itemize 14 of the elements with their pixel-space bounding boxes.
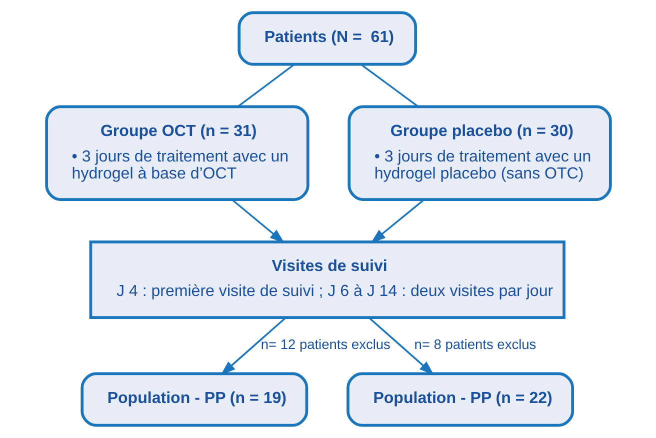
arrow (368, 317, 434, 376)
node-box: Visites de suivi J 4 : première visite de suivi ; J 6 à J 14 : deux visites par jour (88, 240, 565, 319)
arrow (231, 199, 284, 244)
arrow (220, 317, 286, 376)
arrow (370, 199, 424, 244)
edge-label: n= 12 patients exclus (260, 337, 390, 352)
node-box: Population - PP (n = 19) (80, 372, 308, 427)
node-box: Groupe OCT (n = 31) • 3 jours de traitement avec un hydrogel à base d’OCT (44, 105, 309, 201)
node-box: Groupe placebo (n = 30) • 3 jours de traitement avec un hydrogel placebo (sans OTC) (347, 105, 612, 201)
connector (236, 64, 294, 108)
edge-label: n= 8 patients exclus (414, 337, 536, 352)
node-box: Patients (N = 61) (237, 11, 417, 66)
node-box: Population - PP (n = 22) (346, 372, 574, 427)
connector (360, 64, 418, 108)
